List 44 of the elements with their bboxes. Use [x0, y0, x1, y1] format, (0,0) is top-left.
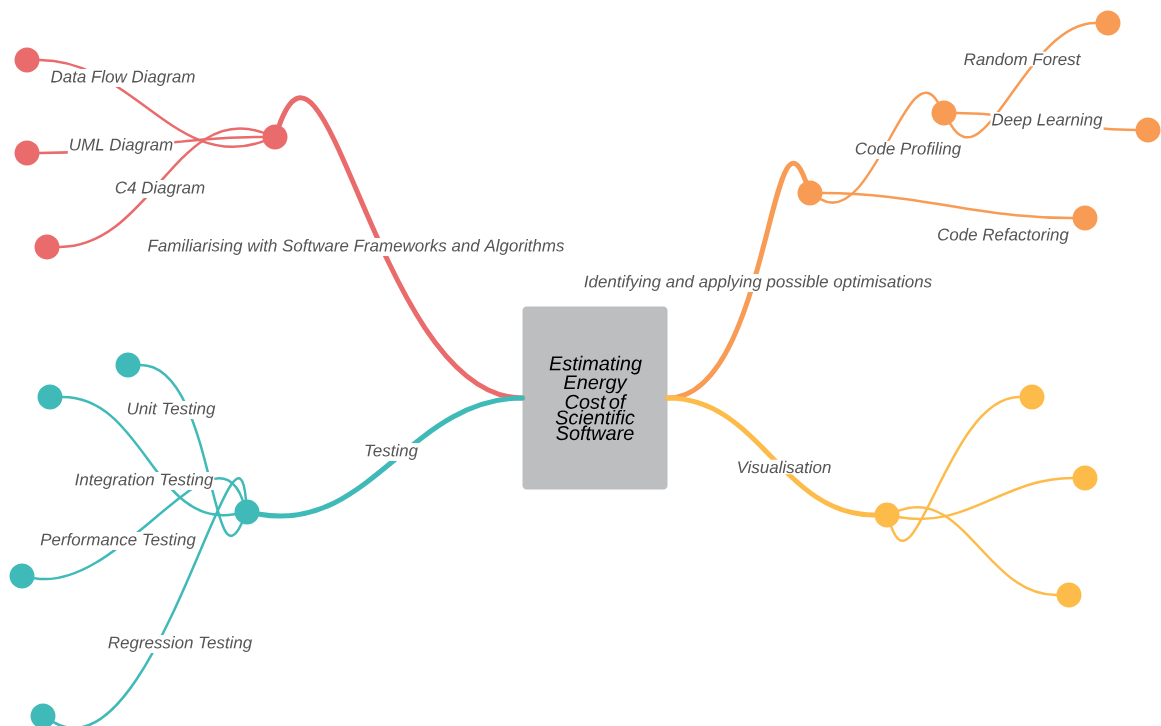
branch-dot — [234, 499, 260, 525]
branch-line — [58, 127, 265, 249]
branch-dot — [1072, 465, 1098, 491]
branch-dot — [1019, 384, 1045, 410]
branch-dot — [874, 502, 900, 528]
branch-dot — [34, 234, 60, 260]
branch-dot — [9, 563, 35, 589]
branch-line — [949, 21, 1097, 139]
branch-dot — [1072, 205, 1098, 231]
branch-line — [61, 395, 236, 517]
branch-line — [897, 506, 1058, 597]
branch-label: Visualisation — [735, 459, 833, 475]
branch-line — [819, 92, 939, 204]
branch-label: Deep Learning — [990, 112, 1104, 130]
branch-label: Code Refactoring — [936, 227, 1070, 245]
branch-line — [665, 395, 877, 518]
branch-label: Code Profiling — [853, 141, 963, 159]
branch-dot — [1135, 117, 1161, 143]
topic-box: Estimating Energy Cost of Scientific Software — [522, 306, 668, 490]
branch-line — [821, 191, 1074, 220]
branch-dot — [262, 124, 288, 150]
branch-dot — [931, 100, 957, 126]
branch-label: Regression Testing — [106, 635, 254, 653]
branch-line — [898, 476, 1074, 521]
branch-label: Integration Testing — [73, 472, 215, 490]
branch-dot — [797, 180, 823, 206]
branch-label: Performance Testing — [39, 532, 197, 550]
branch-label: Unit Testing — [125, 401, 217, 419]
branch-dot — [14, 47, 40, 73]
branch-dot — [14, 140, 40, 166]
branch-label: C4 Diagram — [113, 180, 207, 198]
branch-label: Random Forest — [962, 51, 1082, 67]
branch-dot — [37, 384, 63, 410]
branch-label: Identifying and applying possible optimisations — [582, 274, 934, 292]
branch-line — [257, 395, 525, 519]
branch-label: Data Flow Diagram — [49, 69, 197, 87]
branch-dot — [115, 352, 141, 378]
branch-dot — [1095, 10, 1121, 36]
branch-label: Familiarising with Software Frameworks and Algorithms — [146, 238, 566, 256]
branch-label: UML Diagram — [67, 137, 175, 155]
branch-line — [890, 395, 1021, 542]
branch-dot — [1056, 582, 1082, 608]
branch-line — [52, 478, 248, 726]
branch-label: Testing — [363, 443, 419, 461]
